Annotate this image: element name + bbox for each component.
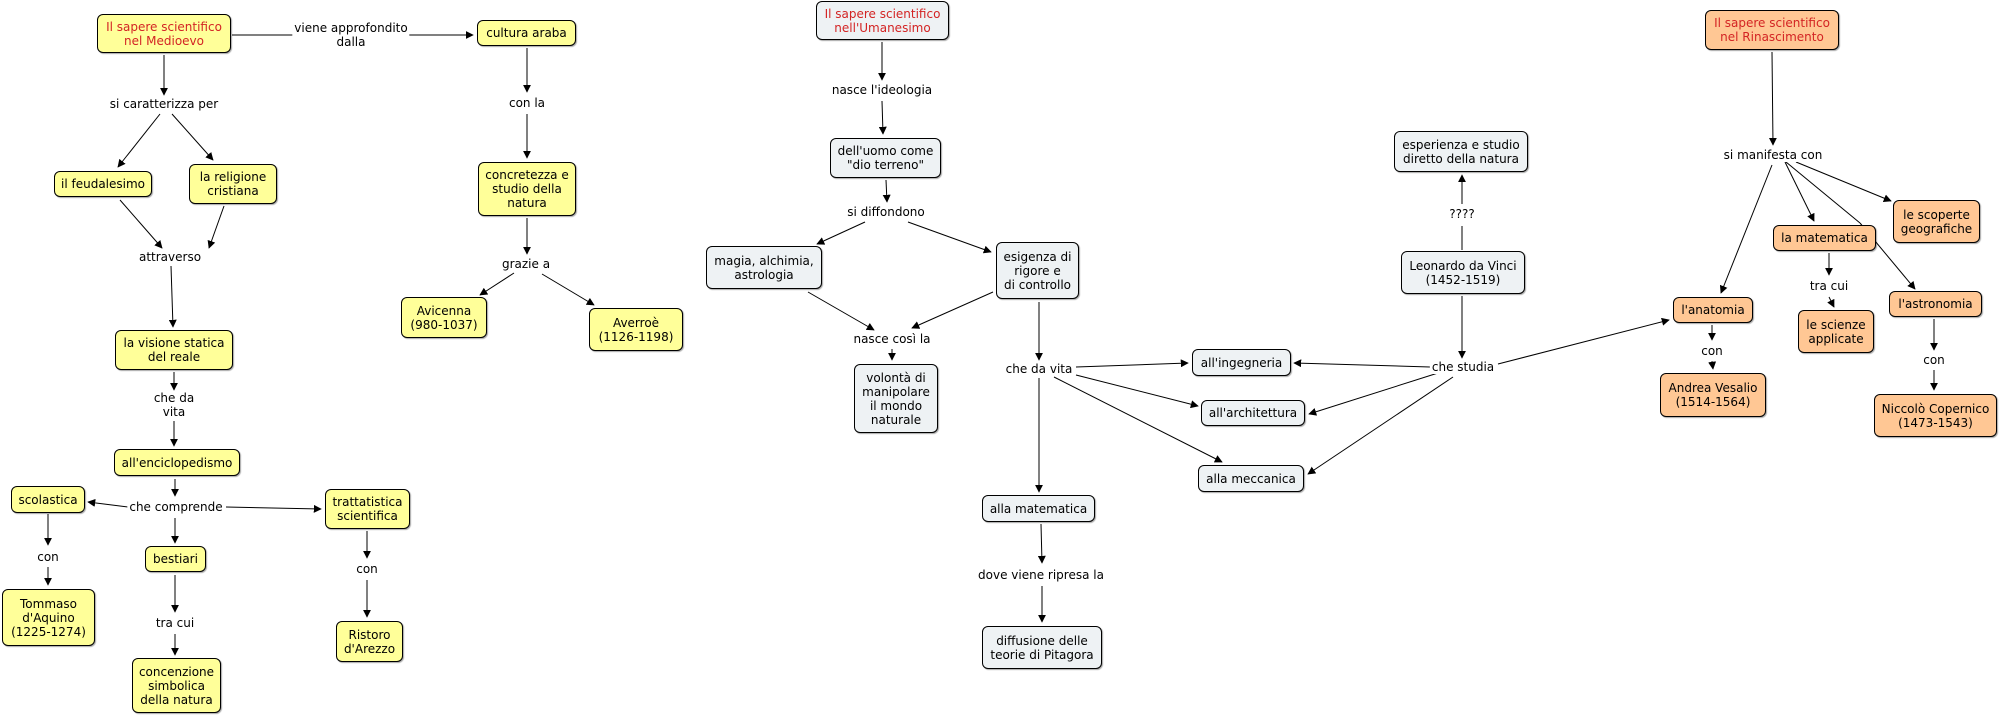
connector-line — [1307, 376, 1454, 475]
rinascimento-title-node[interactable]: Il sapere scientifico nel Rinascimento — [1705, 10, 1839, 50]
visione-statica-node[interactable]: la visione statica del reale — [115, 330, 233, 370]
connector-line — [1053, 376, 1223, 463]
connector-line — [541, 273, 595, 306]
connector-line — [168, 265, 177, 328]
feudalesimo-node[interactable]: il feudalesimo — [54, 171, 152, 197]
connector-line — [225, 504, 322, 513]
link-label-nasce-cosi: nasce così la — [851, 332, 933, 346]
connector-line — [207, 205, 225, 249]
connector-line — [171, 113, 214, 161]
connector-line — [1768, 51, 1777, 146]
anatomia-node[interactable]: l'anatomia — [1673, 297, 1753, 323]
ingegneria-node[interactable]: all'ingegneria — [1192, 349, 1291, 376]
link-label-si-diffondono: si diffondono — [845, 205, 927, 219]
link-label-si-manifesta: si manifesta con — [1721, 148, 1825, 162]
connector-line — [1719, 164, 1773, 294]
connector-line — [1784, 161, 1815, 222]
link-label-con-trattatistica: con — [354, 562, 380, 576]
leonardo-node[interactable]: Leonardo da Vinci (1452-1519) — [1401, 251, 1525, 294]
matematica-rinascimento-node[interactable]: la matematica — [1773, 225, 1876, 251]
link-label-attraverso: attraverso — [136, 250, 204, 264]
pitagora-node[interactable]: diffusione delle teorie di Pitagora — [982, 626, 1102, 669]
link-label-question-marks: ???? — [1447, 207, 1477, 221]
link-label-dove-ripresa: dove viene ripresa la — [976, 568, 1106, 582]
connector-line — [816, 221, 866, 245]
connector-line — [1075, 374, 1199, 409]
link-label-che-da-vita-umanesimo: che da vita — [1003, 362, 1075, 376]
connector-line — [1708, 360, 1717, 370]
tommaso-node[interactable]: Tommaso d'Aquino (1225-1274) — [2, 589, 95, 646]
enciclopedismo-node[interactable]: all'enciclopedismo — [114, 449, 240, 476]
link-label-nasce-ideologia: nasce l'ideologia — [829, 83, 935, 97]
connector-line — [1827, 296, 1835, 308]
link-label-con-scolastica: con — [35, 550, 61, 564]
bestiari-node[interactable]: bestiari — [145, 546, 206, 572]
volonta-node[interactable]: volontà di manipolare il mondo naturale — [854, 364, 938, 433]
link-label-grazie-a: grazie a — [499, 257, 553, 271]
connector-line — [1785, 161, 1861, 224]
medioevo-title-node[interactable]: Il sapere scientifico nel Medioevo — [97, 14, 231, 53]
connector-line — [1075, 359, 1189, 368]
connector-line — [911, 291, 994, 329]
connector-line — [807, 291, 875, 331]
astronomia-node[interactable]: l'astronomia — [1889, 291, 1982, 317]
connector-line — [119, 199, 163, 249]
link-label-che-da-vita-medioevo: che da vita — [151, 391, 197, 419]
connector-line — [1308, 372, 1439, 416]
concezione-node[interactable]: concenzione simbolica della natura — [132, 658, 221, 713]
link-label-comprende: che comprende — [127, 500, 225, 514]
link-label-con-astronomia: con — [1921, 353, 1947, 367]
cultura-araba-node[interactable]: cultura araba — [477, 20, 576, 46]
connector-line — [1293, 359, 1431, 368]
link-label-tra-cui-medioevo: tra cui — [153, 616, 197, 630]
connector-line — [878, 100, 887, 135]
link-label-con-la: con la — [506, 96, 548, 110]
architettura-node[interactable]: all'architettura — [1201, 400, 1305, 426]
concretezza-node[interactable]: concretezza e studio della natura — [478, 162, 576, 216]
esigenza-node[interactable]: esigenza di rigore e di controllo — [996, 242, 1079, 299]
scoperte-geografiche-node[interactable]: le scoperte geografiche — [1893, 200, 1980, 243]
copernico-node[interactable]: Niccolò Copernico (1473-1543) — [1874, 394, 1997, 437]
esperienza-node[interactable]: esperienza e studio diretto della natura — [1394, 131, 1528, 172]
scolastica-node[interactable]: scolastica — [11, 486, 85, 513]
connector-line — [479, 272, 515, 296]
averroe-node[interactable]: Averroè (1126-1198) — [589, 308, 683, 351]
trattatistica-node[interactable]: trattatistica scientifica — [325, 489, 410, 529]
link-label-tra-cui-rinascimento: tra cui — [1807, 279, 1851, 293]
connector-line — [1497, 317, 1670, 365]
link-label-caratterizza: si caratterizza per — [107, 97, 221, 111]
meccanica-node[interactable]: alla meccanica — [1198, 465, 1304, 492]
vesalio-node[interactable]: Andrea Vesalio (1514-1564) — [1660, 373, 1766, 417]
ristoro-node[interactable]: Ristoro d'Arezzo — [336, 621, 403, 662]
connector-line — [882, 179, 891, 203]
link-label-con-anatomia: con — [1699, 344, 1725, 358]
connector-line — [1795, 161, 1892, 202]
avicenna-node[interactable]: Avicenna (980-1037) — [401, 297, 487, 338]
connector-line — [1037, 523, 1046, 564]
connector-line — [87, 498, 129, 508]
scienze-applicate-node[interactable]: le scienze applicate — [1798, 310, 1874, 353]
connector-line — [907, 221, 992, 254]
matematica-umanesimo-node[interactable]: alla matematica — [982, 495, 1095, 522]
link-label-che-studia: che studia — [1429, 360, 1497, 374]
magia-node[interactable]: magia, alchimia, astrologia — [706, 246, 822, 289]
uomo-dio-terreno-node[interactable]: dell'uomo come "dio terreno" — [830, 138, 941, 178]
connector-line — [117, 113, 161, 168]
religione-node[interactable]: la religione cristiana — [189, 164, 277, 204]
link-label-viene: viene approfondito dalla — [292, 21, 410, 49]
umanesimo-title-node[interactable]: Il sapere scientifico nell'Umanesimo — [816, 1, 949, 40]
